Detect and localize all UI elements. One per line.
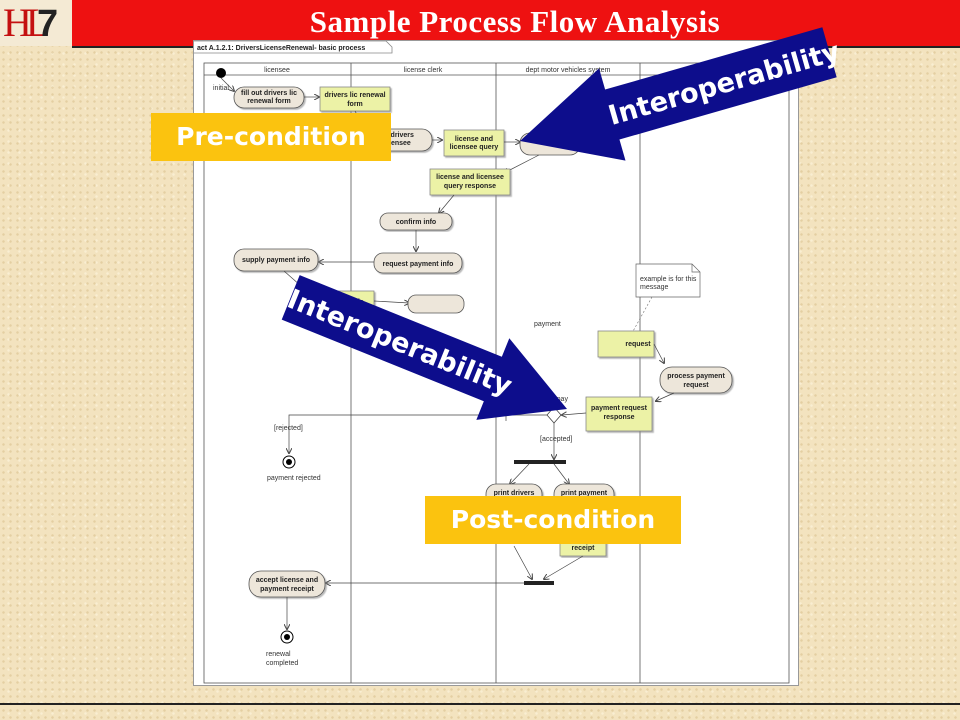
pre-condition-callout: Pre-condition: [151, 113, 391, 161]
flow-edge: [513, 545, 532, 579]
logo-h: HL: [3, 0, 50, 45]
join-bar: [524, 581, 554, 585]
action-supply-payment-label: supply payment info: [242, 257, 310, 264]
guard-verify: verify pay: [538, 396, 568, 403]
object-payment-request: [597, 330, 655, 358]
flow-edge: [653, 343, 664, 363]
frame-title: act A.1.2.1: DriversLicenseRenewal- basi…: [197, 45, 365, 52]
post-condition-callout: Post-condition: [425, 496, 681, 544]
action-request-payment-info: [373, 252, 463, 274]
action-print-payment-label: print payment: [561, 490, 608, 497]
action-print-drivers-label: print drivers: [494, 490, 535, 497]
fork-bar: [514, 460, 566, 464]
hl7-logo: HL 7: [0, 0, 72, 46]
final-node-rejected-dot: [286, 459, 292, 465]
swimlane-frame: [203, 62, 790, 684]
final-rejected-label: payment rejected: [267, 475, 321, 482]
flow-edge: [373, 301, 409, 303]
initial-node: [216, 68, 226, 78]
object-payment-response: [585, 396, 653, 432]
action-accept-license: [248, 570, 326, 598]
action-dmv-query: [519, 132, 581, 156]
logo-7: 7: [37, 3, 59, 45]
guard-cash: [cash,: [512, 376, 531, 383]
guard-rejected: [rejected]: [274, 425, 303, 432]
action-process-payment: [659, 366, 733, 394]
note-anchor: [631, 296, 653, 334]
flow-edge: [439, 194, 455, 213]
flow-edge: [553, 463, 569, 484]
action-fill-out-form: [233, 86, 305, 109]
flow-edge: [283, 270, 309, 293]
guard-payment: payment: [534, 321, 561, 328]
object-license-query: [443, 129, 505, 157]
object-payment-info-label: payment info: [320, 299, 364, 306]
object-query-response: [429, 168, 511, 196]
action-request-payment-label: request payment info: [383, 261, 454, 268]
decision-verify-payment: [546, 406, 562, 424]
flow-edge: [544, 555, 584, 579]
flow-edge: [656, 392, 675, 401]
object-receipt-label: receipt: [572, 545, 596, 552]
action-supply-payment-info: [233, 248, 319, 272]
flow-edge: [562, 413, 587, 415]
action-clerk-payment: [407, 294, 465, 314]
footer-divider: [0, 703, 960, 705]
guard-accepted: [accepted]: [540, 436, 572, 443]
flow-edge-rejected: [289, 414, 547, 453]
slide-title: Sample Process Flow Analysis: [309, 4, 721, 39]
final-node-completed-dot: [284, 634, 290, 640]
flow-edge: [510, 463, 530, 484]
frame-tab: [194, 41, 393, 54]
action-confirm-label: confirm info: [396, 219, 436, 226]
lane-license-clerk: license clerk: [404, 67, 443, 74]
guard-check: check]: [514, 384, 534, 391]
note-box: [635, 263, 701, 298]
initial-label: initial: [213, 85, 229, 92]
flow-edge: [220, 77, 234, 91]
note-fold: [691, 264, 700, 273]
lane-credit-card-system: credit card system: [686, 67, 743, 74]
lane-licensee: licensee: [264, 67, 290, 74]
lane-dmv-system: dept motor vehicles system: [526, 67, 611, 74]
object-payment-request-label: request: [625, 341, 651, 348]
